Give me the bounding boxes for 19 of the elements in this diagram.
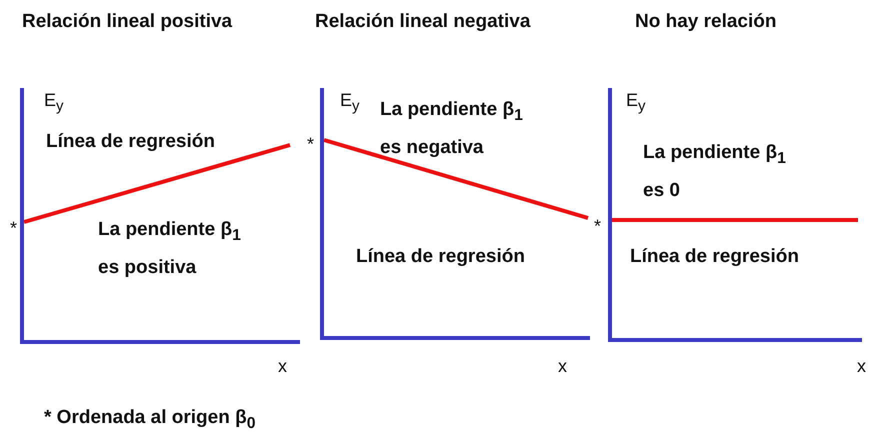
- line-label: Línea de regresión: [630, 245, 799, 269]
- axis-label: E$_{y}$: [44, 89, 64, 117]
- footnote: * Ordenada al origen β$_{0}$: [44, 406, 256, 434]
- axis-label: E$_{y}$: [626, 89, 646, 117]
- panel-title: No hay relación: [635, 10, 776, 34]
- axis-label: x: [558, 355, 567, 378]
- intercept-mark: *: [307, 133, 314, 156]
- line-label: Línea de regresión: [46, 130, 215, 154]
- axis-label: x: [857, 355, 866, 378]
- intercept-mark: *: [10, 217, 18, 240]
- slope-note: La pendiente β$_{1}$ es positiva: [98, 218, 242, 280]
- panel-title: Relación lineal negativa: [315, 10, 530, 34]
- axis-label: x: [278, 355, 287, 378]
- slope-note: La pendiente β$_{1}$ es negativa: [380, 98, 524, 160]
- line-label: Línea de regresión: [356, 245, 525, 269]
- intercept-mark: *: [594, 215, 602, 238]
- panel-title: Relación lineal positiva: [22, 10, 232, 34]
- slope-note: La pendiente β$_{1}$ es 0: [643, 141, 787, 203]
- axis-label: E$_{y}$: [340, 89, 360, 117]
